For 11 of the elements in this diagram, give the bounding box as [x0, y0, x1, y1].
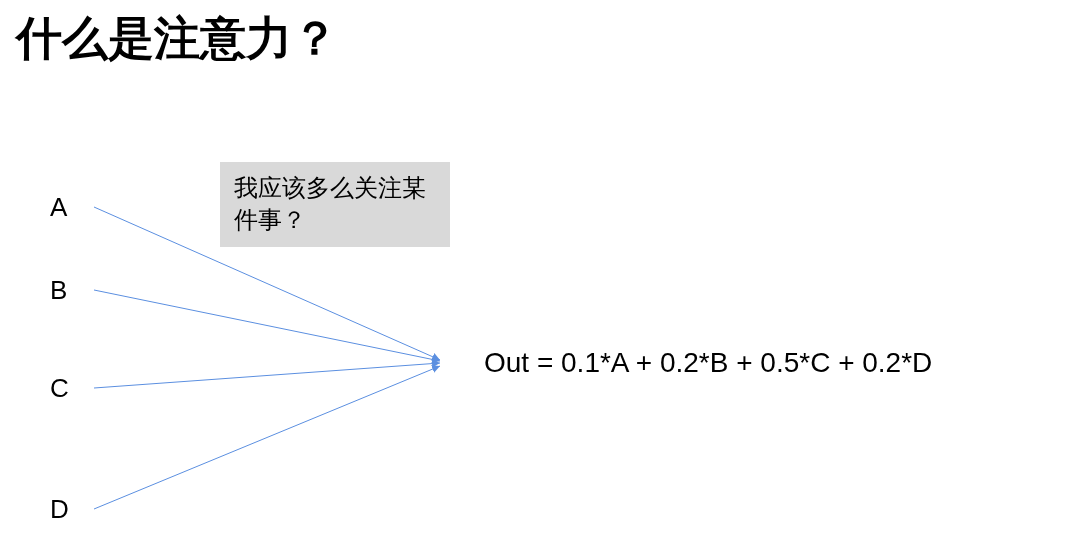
title: 什么是注意力？: [16, 10, 338, 67]
arrow: [93, 206, 441, 361]
question-box: 我应该多么关注某件事？: [220, 162, 450, 247]
arrow: [93, 359, 441, 389]
input-label: B: [50, 273, 94, 309]
input-label: D: [50, 492, 94, 528]
input-label: A: [50, 190, 94, 226]
input-label: C: [50, 371, 94, 407]
formula-text: Out = 0.1*A + 0.2*B + 0.5*C + 0.2*D: [446, 344, 986, 382]
arrow: [93, 289, 441, 364]
arrow: [93, 365, 441, 510]
